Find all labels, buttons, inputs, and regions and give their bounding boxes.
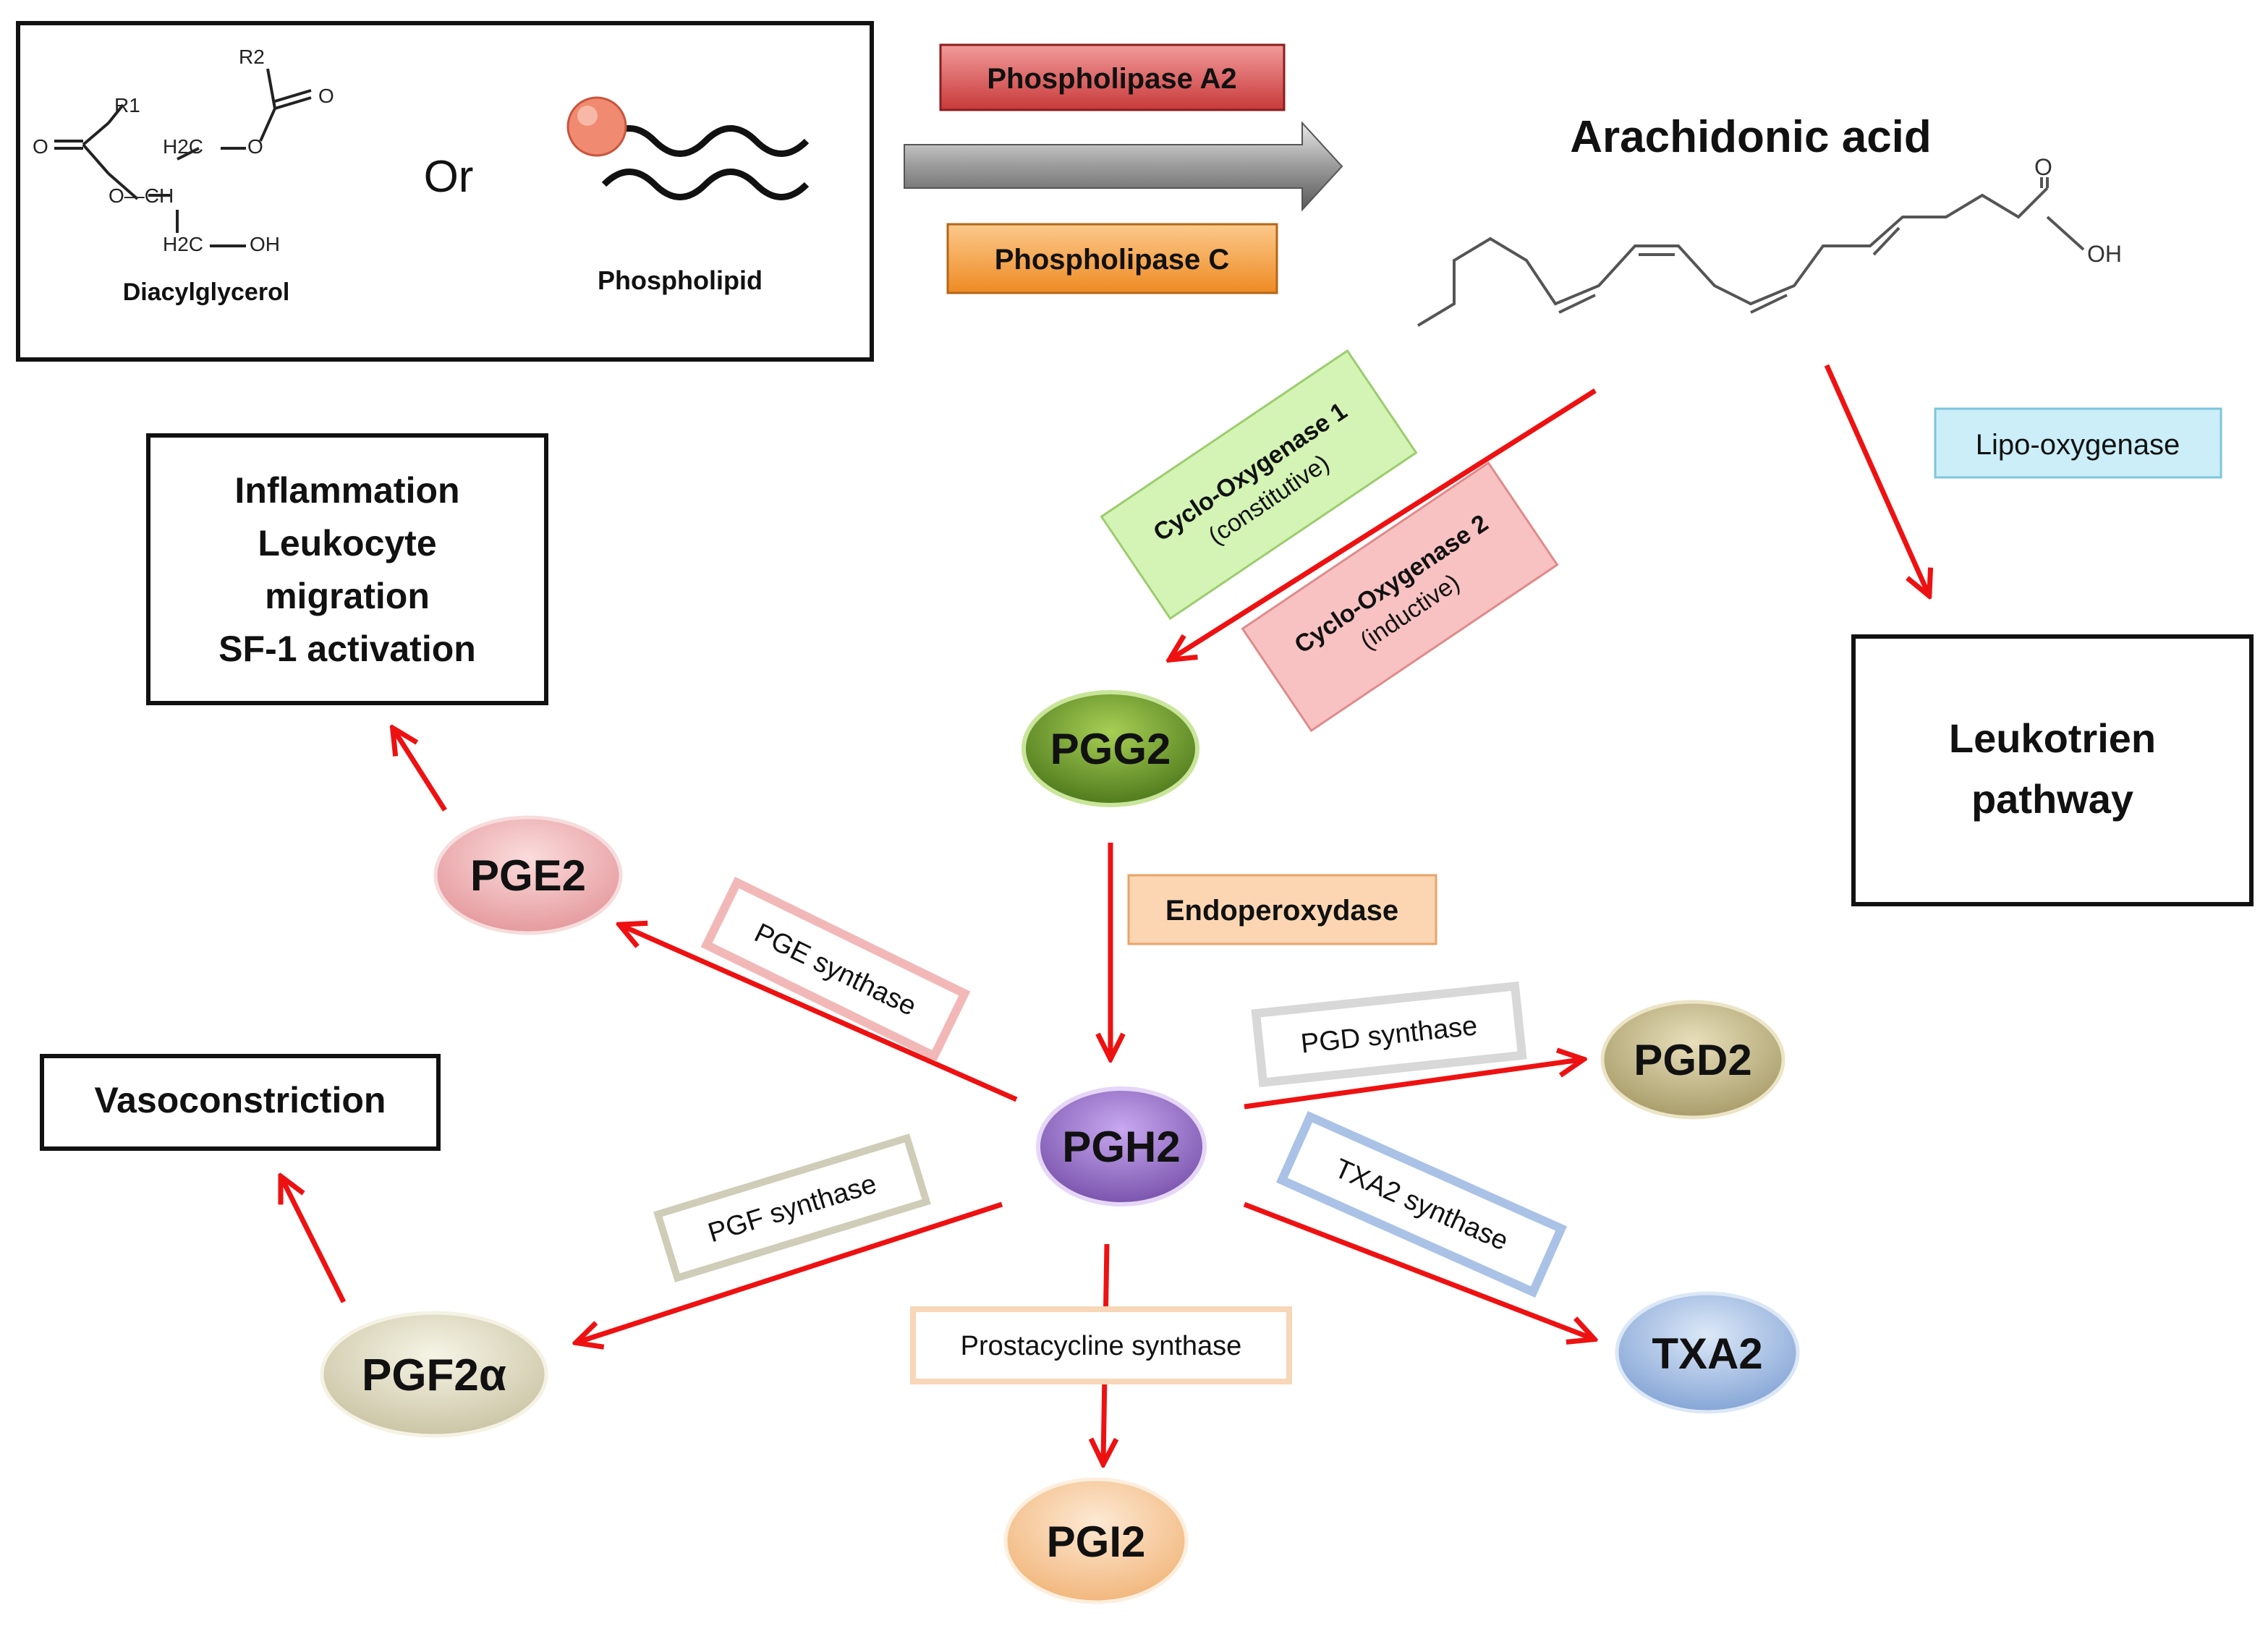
leukotrien-line-1: Leukotrien [1949, 715, 2156, 761]
reaction-arrows [282, 364, 1928, 1461]
lipoxygenase-box [1934, 407, 2222, 479]
dag-r2: R2 [239, 46, 265, 68]
dag-r1: R1 [114, 94, 140, 116]
arrow-aa-to-leukotrien [1824, 364, 1928, 593]
pgd-synthase-box: PGD synthase [1251, 981, 1527, 1088]
pgd2-node: PGD2 [1600, 1000, 1785, 1120]
dag-o-left: O [33, 135, 48, 158]
pge-synthase-box: PGE synthase [700, 877, 971, 1062]
arrow-pgh2-to-txa2 [1243, 1201, 1592, 1338]
arachidonic-double-bonds [1558, 177, 2049, 314]
diacylglycerol-label: Diacylglycerol [123, 278, 290, 306]
pgh2-label: PGH2 [1062, 1123, 1180, 1171]
substrate-box [16, 21, 874, 362]
txa2-label: TXA2 [1652, 1329, 1762, 1378]
phospholipid-icon [566, 96, 810, 200]
pgg2-label: PGG2 [1050, 725, 1171, 773]
inflammation-line-1: Inflammation [234, 470, 459, 511]
or-text: Or [424, 152, 474, 202]
phospholipase-a2-label: Phospholipase A2 [987, 63, 1236, 95]
pgi2-label: PGI2 [1047, 1518, 1146, 1566]
pgh2-node: PGH2 [1036, 1086, 1207, 1207]
pge2-label: PGE2 [470, 851, 586, 900]
arrow-aa-to-pgg2 [1172, 388, 1597, 658]
pgi2-node: PGI2 [1003, 1477, 1189, 1604]
pgf2a-node: PGF2α [320, 1311, 548, 1438]
dag-oh: OH [250, 233, 280, 255]
acid-oxygen: O [2034, 154, 2052, 180]
phospholipid-label: Phospholipid [598, 265, 763, 295]
inflammation-line-2: Leukocyte [258, 523, 436, 563]
dag-ch2-bottom: H2C [163, 233, 203, 255]
arrow-pge2-to-inflammation [394, 731, 447, 812]
acid-oh-bond [2046, 216, 2085, 251]
conversion-arrow [904, 121, 1343, 212]
arrow-pgf2a-to-vasoconstriction [282, 1179, 347, 1303]
pgf-synthase-box: PGF synthase [653, 1133, 931, 1282]
prostacycline-synthase-box [910, 1306, 1292, 1384]
arrow-pgh2-to-pge2 [622, 926, 1018, 1102]
vasoconstriction-box [40, 1054, 441, 1151]
txa2-node: TXA2 [1615, 1291, 1800, 1414]
arachidonic-acid-title: Arachidonic acid [1570, 112, 1932, 162]
endoperoxydase-label: Endoperoxydase [1165, 895, 1398, 927]
leukotrien-line-2: pathway [1971, 776, 2133, 822]
prostacycline-synthase-label: Prostacycline synthase [961, 1331, 1242, 1361]
dag-ch: O—CH [109, 184, 174, 207]
pgg2-node: PGG2 [1022, 690, 1199, 807]
phospholipase-c-box [946, 223, 1278, 294]
vasoconstriction-label: Vasoconstriction [95, 1080, 386, 1120]
inflammation-line-4: SF-1 activation [218, 629, 476, 669]
dag-ch2-top: H2C [163, 135, 203, 158]
inflammation-box [146, 433, 548, 705]
arachidonic-acid-structure [1417, 187, 2049, 327]
inflammation-line-3: migration [265, 576, 430, 616]
pgd2-label: PGD2 [1634, 1036, 1751, 1084]
arrow-pgh2-to-pgd2 [1244, 1060, 1581, 1110]
pge2-node: PGE2 [433, 815, 623, 935]
leukotrien-box [1851, 634, 2254, 906]
acid-hydroxyl: OH [2087, 241, 2122, 267]
phospholipase-a2-box [939, 43, 1286, 111]
dag-o-link: O [247, 135, 263, 158]
txa2-synthase-box: TXA2 synthase [1275, 1110, 1568, 1298]
arrow-pgh2-to-pgf2a [579, 1201, 1003, 1342]
lipoxygenase-label: Lipo-oxygenase [1976, 429, 2180, 461]
endoperoxydase-box [1127, 874, 1437, 945]
phospholipase-c-label: Phospholipase C [995, 244, 1230, 276]
pgf2a-label: PGF2α [362, 1350, 506, 1400]
diacylglycerol-structure [54, 68, 312, 247]
dag-o-right: O [318, 85, 334, 107]
